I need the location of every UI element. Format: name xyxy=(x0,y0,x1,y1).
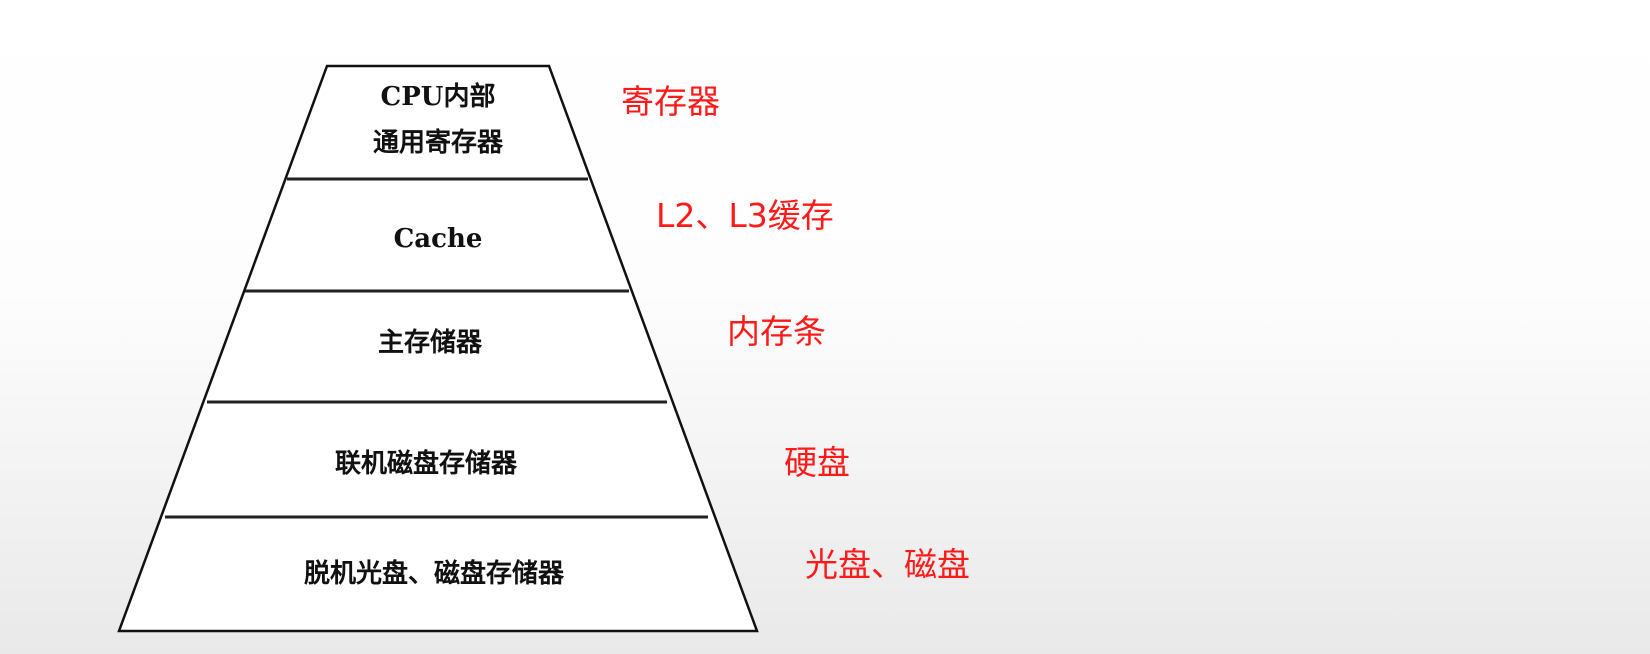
note-cache: L2、L3缓存 xyxy=(656,196,834,235)
note-registers: 寄存器 xyxy=(621,82,720,121)
level-main-memory: 主存储器 xyxy=(378,327,483,358)
note-main-memory: 内存条 xyxy=(727,312,826,351)
pyramid-outline xyxy=(117,64,759,633)
note-offline: 光盘、磁盘 xyxy=(805,545,970,584)
level-cache: Cache xyxy=(394,224,483,254)
note-disk: 硬盘 xyxy=(784,443,850,482)
level-online-disk: 联机磁盘存储器 xyxy=(335,448,518,479)
level-offline-storage: 脱机光盘、磁盘存储器 xyxy=(304,558,565,589)
level-registers-line2: 通用寄存器 xyxy=(373,127,504,158)
level-registers-line1: CPU内部 xyxy=(381,82,496,112)
